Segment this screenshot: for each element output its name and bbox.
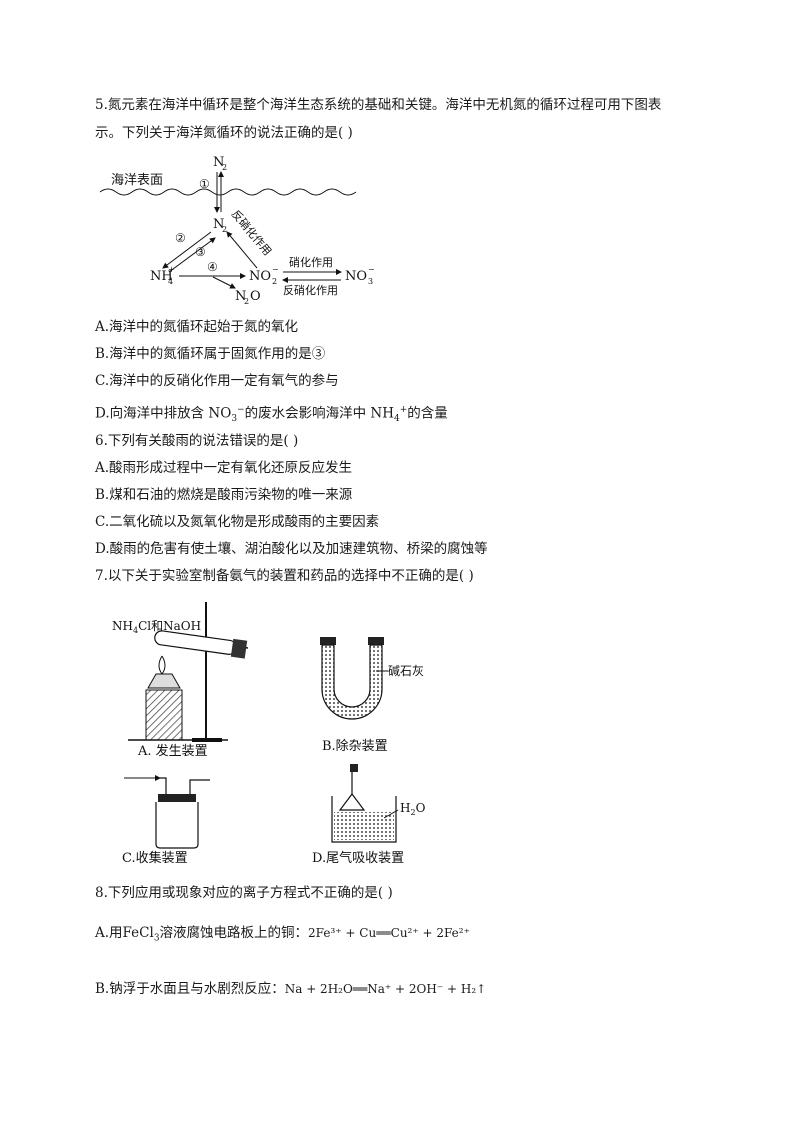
apparatus-a-generator: NH4Cl和NaOH A. 发生装置 — [112, 602, 249, 758]
q5-option-a: A.海洋中的氮循环起始于氮的氧化 — [95, 319, 299, 335]
caption-b: B.除杂装置 — [322, 739, 388, 754]
q5-option-d-pre: D.向海洋中排放含 NO — [95, 405, 232, 422]
no3-sup: − — [368, 265, 375, 274]
q6-option-c: C.二氧化硫以及氮氧化物是形成酸雨的主要因素 — [95, 514, 380, 530]
q6-option-a: A.酸雨形成过程中一定有氧化还原反应发生 — [95, 460, 353, 476]
n2-mid: N — [213, 217, 224, 232]
nh4-sub: 4 — [168, 277, 173, 286]
q5-option-d: D.向海洋中排放含 NO3−的废水会影响海洋中 NH4+的含量 — [95, 401, 448, 428]
n2o: N — [235, 289, 246, 304]
no2-sub: 2 — [272, 277, 277, 286]
soda-lime-label: 碱石灰 — [388, 664, 424, 678]
q5-option-b: B.海洋中的氮循环属于固氮作用的是③ — [95, 346, 326, 362]
q8-option-b-eq: Na + 2H₂O══Na⁺ + 2OH⁻ + H₂↑ — [284, 982, 487, 996]
step-1: ① — [199, 177, 210, 191]
sea-surface-line — [99, 188, 357, 196]
q8-option-a: A.用FeCl3溶液腐蚀电路板上的铜：2Fe³⁺ + Cu══Cu²⁺ + 2F… — [95, 924, 470, 948]
q5-option-c: C.海洋中的反硝化作用一定有氧气的参与 — [95, 373, 339, 389]
step-2: ② — [175, 231, 186, 245]
reagent-label: NH4Cl和NaOH — [112, 619, 201, 635]
q6-stem: 6.下列有关酸雨的说法错误的是( ) — [95, 433, 299, 449]
q5-option-d-sub: 3 — [231, 414, 238, 425]
q8-option-b: B.钠浮于水面且与水剧烈反应：Na + 2H₂O══Na⁺ + 2OH⁻ + H… — [95, 980, 486, 998]
no2: NO — [249, 269, 271, 284]
q5-stem-line2: 示。下列关于海洋氮循环的说法正确的是( ) — [95, 125, 353, 141]
caption-c: C.收集装置 — [122, 850, 188, 866]
q5-option-d-sup: − — [237, 405, 245, 415]
n2o-tail: O — [250, 289, 261, 304]
no3: NO — [345, 269, 367, 284]
no3-sub: 3 — [368, 277, 373, 286]
step-4: ④ — [207, 260, 218, 274]
denitrification-bottom-label: 反硝化作用 — [283, 283, 338, 297]
q5-option-d-sub2: 4 — [393, 414, 400, 425]
q7-stem: 7.以下关于实验室制备氨气的装置和药品的选择中不正确的是( ) — [95, 568, 474, 584]
nh4-sup: + — [168, 265, 175, 274]
nh4: NH — [150, 269, 173, 284]
q6-option-d: D.酸雨的危害有使土壤、湖泊酸化以及加速建筑物、桥梁的腐蚀等 — [95, 541, 488, 557]
apparatus-b-utube: 碱石灰 B.除杂装置 — [320, 637, 424, 754]
sea-surface-label: 海洋表面 — [111, 173, 163, 188]
apparatus-c-collector: C.收集装置 — [122, 775, 210, 866]
q8-stem: 8.下列应用或现象对应的离子方程式不正确的是( ) — [95, 885, 393, 901]
step-3: ③ — [195, 245, 206, 259]
q8-option-a-text: A.用FeCl — [95, 925, 154, 941]
n2-top: N — [213, 155, 224, 170]
q6-option-b: B.煤和石油的燃烧是酸雨污染物的唯一来源 — [95, 487, 353, 503]
q8-option-a-text2: 溶液腐蚀电路板上的铜： — [159, 925, 309, 941]
q8-option-b-text: B.钠浮于水面且与水剧烈反应： — [95, 981, 285, 997]
n2-top-sub: 2 — [222, 163, 227, 172]
n2o-sub: 2 — [244, 297, 249, 305]
denitrification-diag-label: 反硝化作用 — [229, 207, 275, 258]
caption-d: D.尾气吸收装置 — [312, 850, 404, 866]
caption-a: A. 发生装置 — [137, 743, 208, 758]
apparatus-d-absorber: H2O D.尾气吸收装置 — [312, 764, 426, 866]
q5-option-d-sup2: + — [399, 405, 408, 415]
no2-sup: − — [272, 265, 279, 274]
n2-mid-sub: 2 — [222, 225, 227, 234]
nitrification-label: 硝化作用 — [289, 255, 333, 269]
nitrogen-cycle-diagram: 海洋表面 N 2 ① N 2 ② ③ 反硝化作用 NH 4 + ④ NO 2 −… — [99, 155, 375, 305]
q5-stem-line1: 5.氮元素在海洋中循环是整个海洋生态系统的基础和关键。海洋中无机氮的循环过程可用… — [95, 97, 662, 113]
q8-option-a-sub: 3 — [153, 933, 160, 944]
water-label: H2O — [400, 801, 426, 817]
q5-option-d-post: 的含量 — [407, 405, 448, 422]
q5-option-d-mid: 的废水会影响海洋中 NH — [244, 405, 394, 422]
q8-option-a-eq: 2Fe³⁺ + Cu══Cu²⁺ + 2Fe²⁺ — [308, 926, 470, 940]
